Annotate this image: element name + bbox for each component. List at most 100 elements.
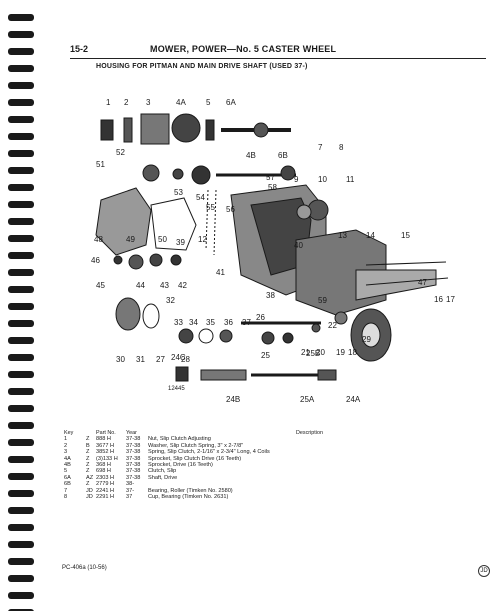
binder-ring (8, 133, 34, 140)
part-year: 38- (126, 481, 135, 488)
callout-label: 6A (226, 98, 236, 107)
callout-label: 24B (226, 395, 240, 404)
binder-ring (8, 558, 34, 565)
callout-label: 58 (268, 183, 277, 192)
part-prefix: Z (86, 449, 90, 456)
part-year: 37-38 (126, 455, 141, 462)
parts-table-header: Key Part No. Year Description (64, 430, 484, 436)
callout-label: 16 (434, 295, 443, 304)
callout-label: 14 (366, 231, 375, 240)
drive-shaft-assembly (142, 164, 296, 185)
binder-ring (8, 371, 34, 378)
callout-label: 7 (318, 143, 323, 152)
part-year: 37-38 (126, 449, 141, 456)
binder-ring (8, 575, 34, 582)
callout-label: 24C (171, 353, 186, 362)
callout-label: 24A (346, 395, 361, 404)
part-key: 6B (64, 481, 71, 488)
binder-ring (8, 167, 34, 174)
callout-label: 12 (198, 235, 207, 244)
col-year: Year (126, 430, 137, 436)
callout-label: 54 (196, 193, 205, 202)
part-number: 368 H (96, 461, 111, 468)
callout-label: 51 (96, 160, 105, 169)
binder-ring (8, 507, 34, 514)
callout-label: 29 (362, 335, 371, 344)
binder-ring (8, 235, 34, 242)
part-prefix: B (86, 442, 90, 449)
binder-ring (8, 456, 34, 463)
callout-label: 45 (96, 281, 105, 290)
callout-label: 22 (328, 321, 337, 330)
part-number: 888 H (96, 436, 111, 443)
figure-code: 12445 (168, 386, 185, 392)
callout-label: 46 (91, 256, 100, 265)
part-number: 3677 H (96, 442, 115, 449)
part-prefix: Z (86, 461, 90, 468)
part-key: 5 (64, 468, 68, 475)
part-year: 37 (126, 493, 133, 500)
part-year: 37- (126, 487, 135, 494)
page-title: MOWER, POWER—No. 5 CASTER WHEEL (150, 44, 337, 54)
callout-label: 56 (226, 205, 235, 214)
part-year: 37-38 (126, 468, 141, 475)
callout-label: 48 (94, 235, 103, 244)
binder-ring (8, 14, 34, 21)
callout-label: 27 (156, 355, 165, 364)
binder-ring (8, 201, 34, 208)
binder-ring (8, 31, 34, 38)
binder-ring (8, 439, 34, 446)
callout-label: 31 (136, 355, 145, 364)
callout-label: 35 (206, 318, 215, 327)
binder-ring (8, 303, 34, 310)
part-description: Nut, Slip Clutch Adjusting (148, 436, 211, 443)
footer-code: PC-406a (10-56) (62, 565, 107, 571)
callout-label: 5 (206, 98, 211, 107)
part-description: Sprocket, Slip Clutch Drive (16 Teeth) (148, 455, 242, 462)
binder-ring (8, 150, 34, 157)
callout-label: 34 (189, 318, 198, 327)
part-year: 37-38 (126, 442, 141, 449)
part-year: 37-38 (126, 474, 141, 481)
part-key: 4A (64, 455, 71, 462)
binder-ring (8, 354, 34, 361)
part-key: 2 (64, 442, 68, 449)
callout-label: 53 (174, 188, 183, 197)
part-key: 3 (64, 449, 68, 456)
callout-label: 59 (318, 296, 327, 305)
callout-label: 25A (300, 395, 315, 404)
callout-label: 30 (116, 355, 125, 364)
pitman-housing (230, 184, 449, 316)
col-description: Description (296, 430, 323, 436)
callout-label: 3 (146, 98, 151, 107)
callout-label: 26 (256, 313, 265, 322)
part-description: Sprocket, Drive (16 Teeth) (148, 461, 213, 468)
callout-label: 10 (318, 175, 327, 184)
part-prefix: AZ (86, 474, 94, 481)
binder-ring (8, 388, 34, 395)
binder-ring (8, 99, 34, 106)
callout-label: 18 (348, 348, 357, 357)
callout-label: 49 (126, 235, 135, 244)
part-description: Shaft, Drive (148, 474, 178, 481)
callout-label: 20 (316, 348, 325, 357)
callout-label: 1 (106, 98, 111, 107)
callout-label: 47 (418, 278, 427, 287)
binder-ring (8, 524, 34, 531)
part-prefix: Z (86, 468, 90, 475)
col-part-no: Part No. (96, 430, 116, 436)
part-key: 8 (64, 493, 68, 500)
binder-ring (8, 320, 34, 327)
part-prefix: Z (86, 481, 90, 488)
page-header: 15-2 MOWER, POWER—No. 5 CASTER WHEEL (70, 44, 486, 58)
binder-ring (8, 65, 34, 72)
callout-label: 9 (294, 175, 299, 184)
binder-ring (8, 592, 34, 599)
callout-label: 21 (301, 348, 310, 357)
part-number: 2303 H (96, 474, 115, 481)
callout-label: 8 (339, 143, 344, 152)
